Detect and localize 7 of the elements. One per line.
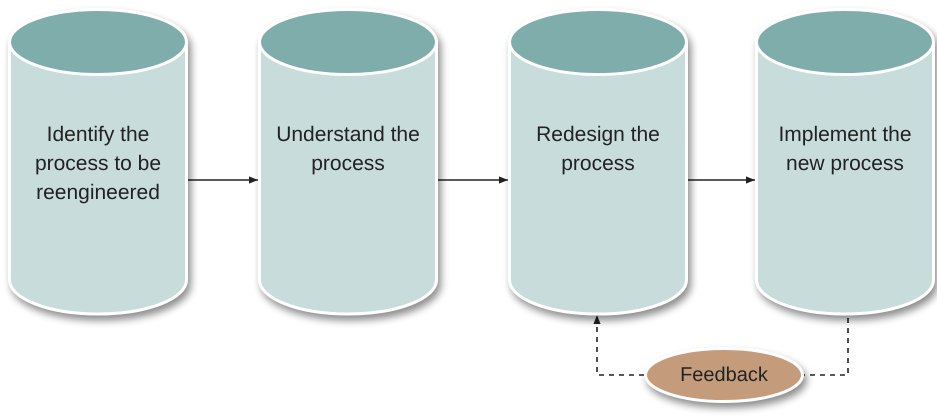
arrow bbox=[188, 176, 258, 184]
dashed-connector bbox=[593, 315, 644, 376]
node-label: Feedback bbox=[680, 362, 768, 388]
dashed-connector bbox=[804, 318, 849, 376]
arrow bbox=[438, 176, 508, 184]
arrow bbox=[688, 176, 755, 184]
feedback-ellipse bbox=[644, 347, 804, 403]
